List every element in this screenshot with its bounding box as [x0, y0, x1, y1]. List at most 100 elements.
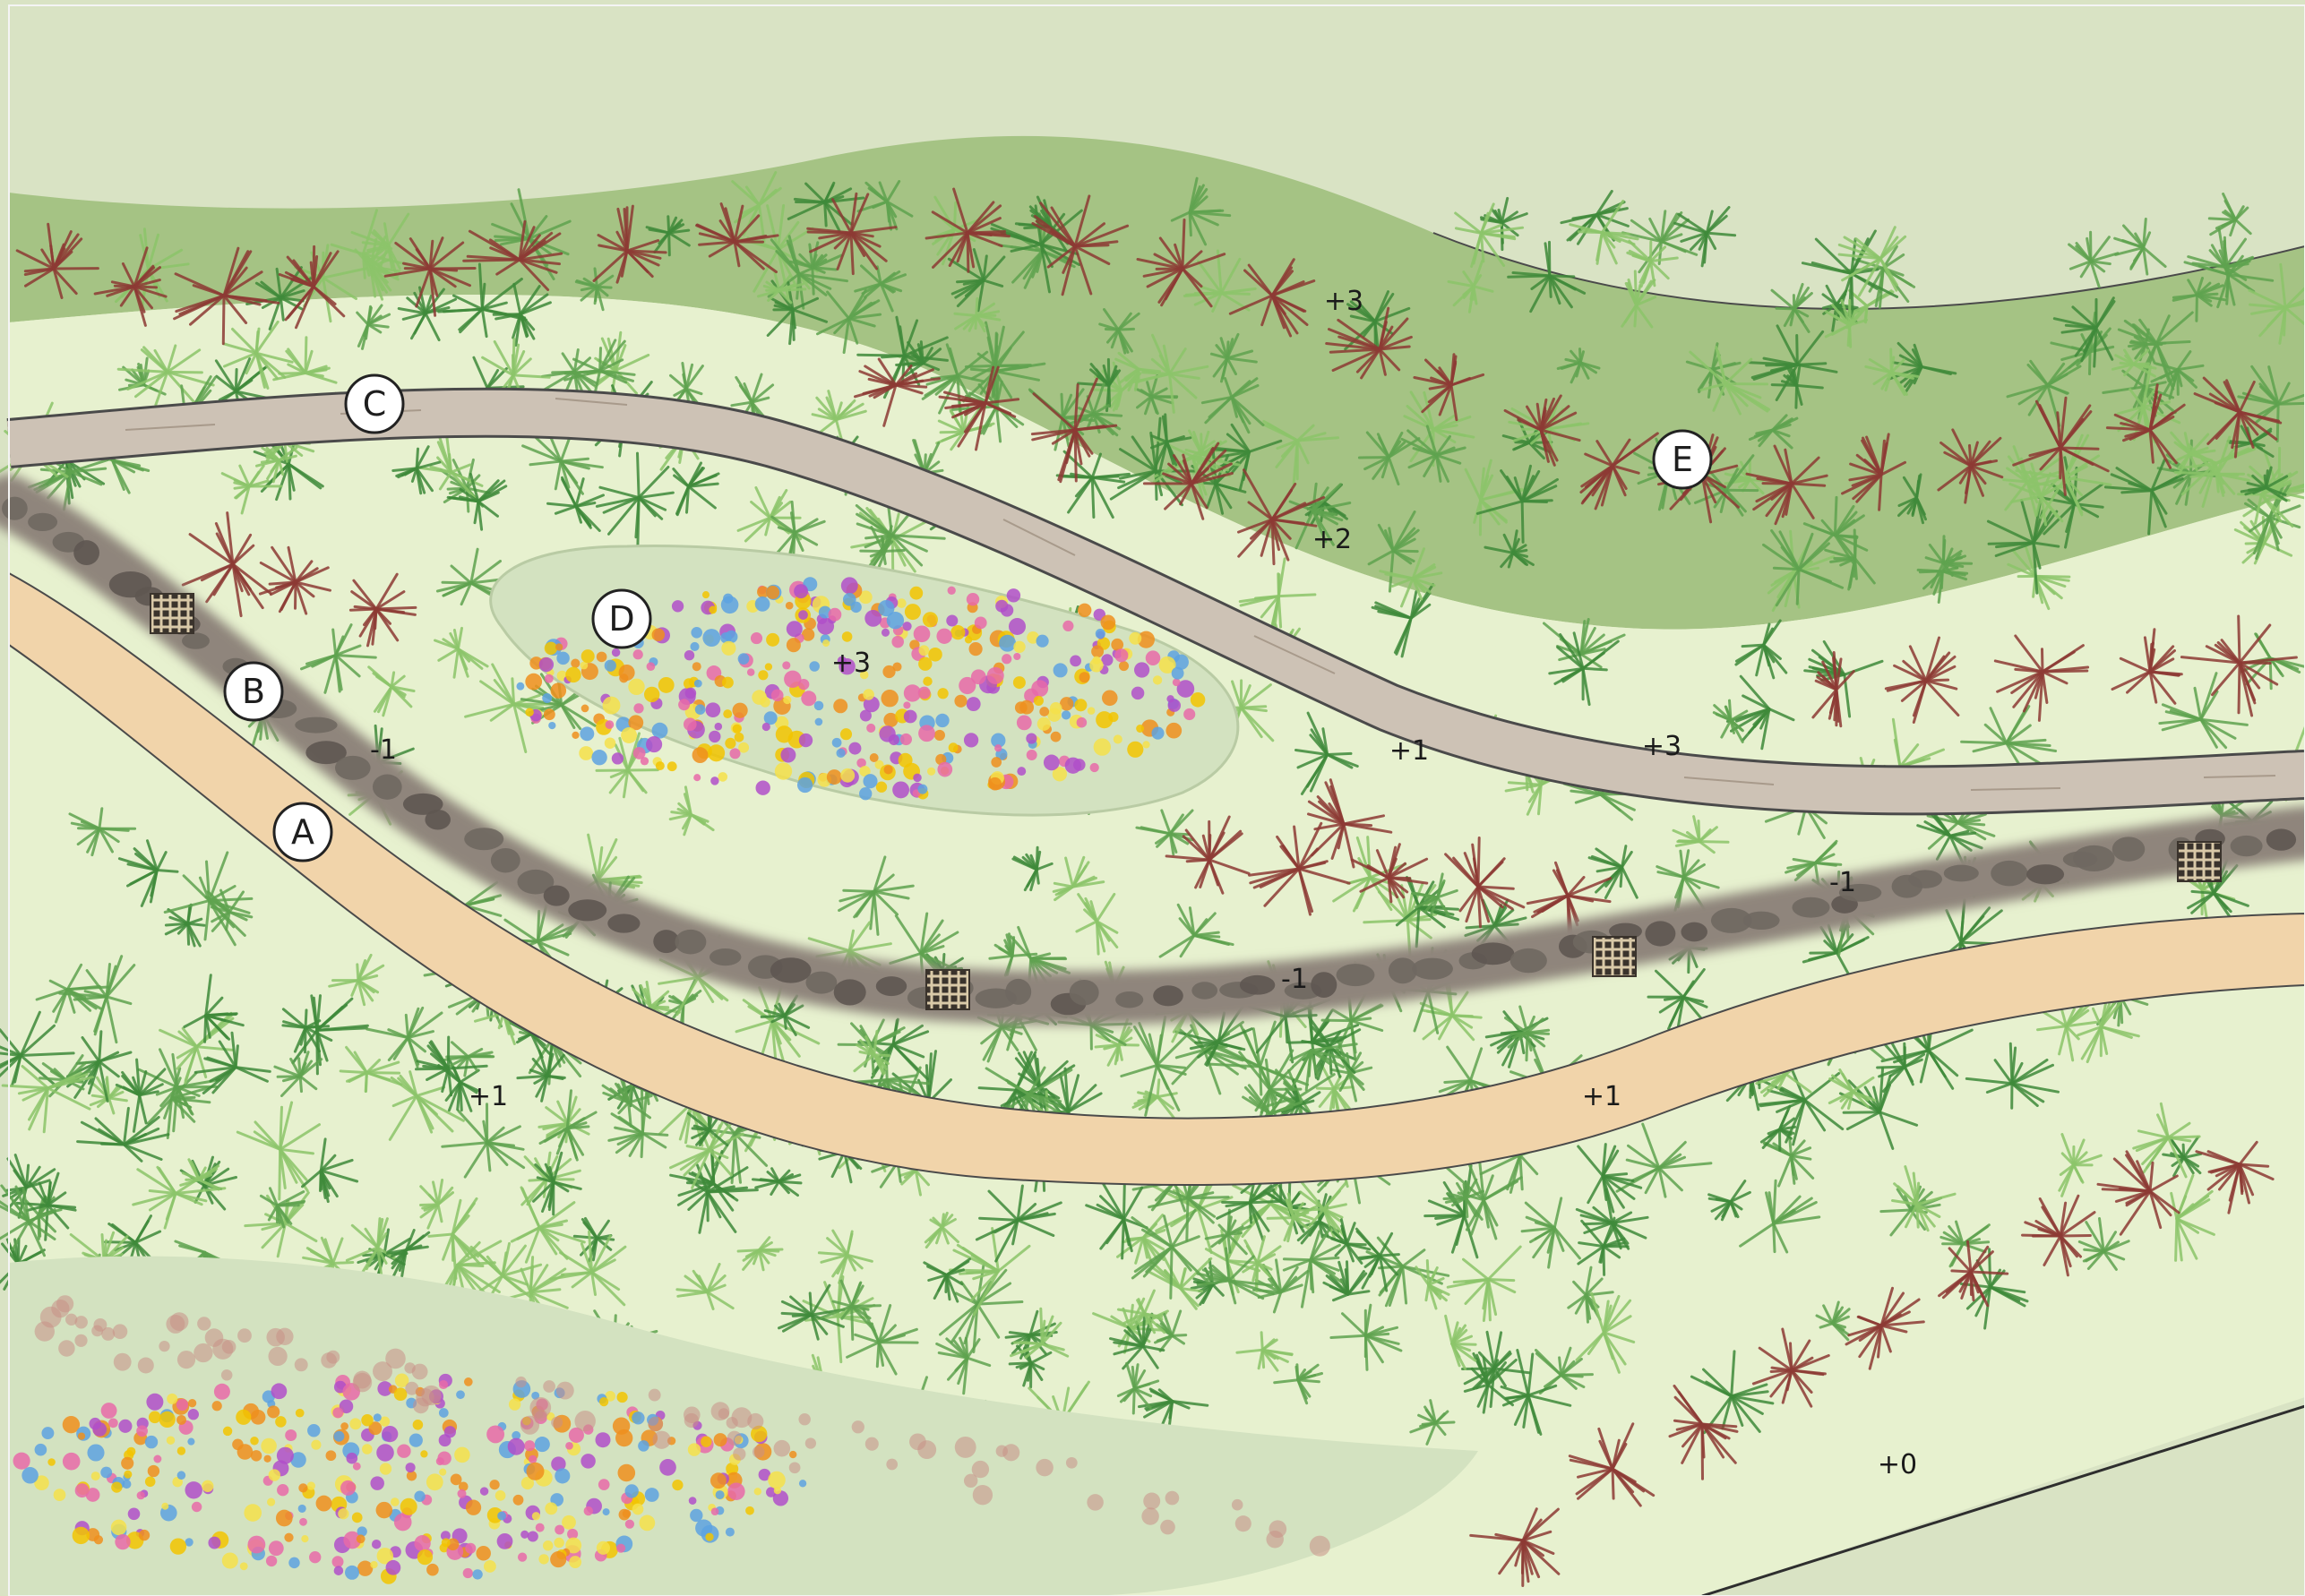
flower — [338, 1508, 349, 1520]
swale-stone — [1792, 897, 1830, 918]
flower — [618, 664, 635, 682]
flower — [652, 1430, 671, 1449]
flower — [405, 1381, 419, 1395]
flower — [831, 737, 842, 748]
flower — [729, 748, 741, 759]
flower — [746, 668, 755, 676]
flower — [91, 1325, 104, 1337]
plant-clump — [1745, 444, 1828, 526]
elevation-label: +2 — [1312, 524, 1352, 555]
flower — [526, 1462, 545, 1480]
plant-clump — [93, 246, 168, 327]
flower — [250, 1409, 266, 1425]
zone-marker-a: A — [272, 802, 333, 862]
flower — [750, 632, 763, 645]
swale-stone — [1991, 860, 2028, 887]
flower — [804, 1437, 817, 1449]
flower — [111, 1481, 123, 1493]
flower — [933, 729, 945, 741]
plant-clump — [816, 288, 882, 355]
plant-clump — [854, 264, 907, 313]
plant-clump — [1055, 450, 1131, 519]
plant-clump — [806, 192, 898, 276]
flower — [690, 641, 700, 651]
plant-clump — [1150, 413, 1192, 476]
swale-stone — [425, 809, 451, 830]
plant-clump — [1248, 821, 1351, 916]
flower — [851, 1420, 864, 1434]
marker-circle — [1652, 429, 1713, 490]
plant-clump — [68, 807, 137, 857]
plant-clump — [1615, 1122, 1713, 1198]
flower — [100, 1403, 117, 1419]
plant-clump — [672, 461, 720, 517]
flower — [65, 1313, 78, 1326]
plant-clump — [2170, 1173, 2215, 1262]
plant-clump — [356, 304, 391, 350]
flower — [112, 1324, 128, 1339]
plant-clump — [2077, 989, 2140, 1064]
flower — [659, 1459, 676, 1476]
plant-clump — [685, 1150, 759, 1234]
flower — [683, 678, 695, 690]
swale-stone — [490, 847, 520, 873]
flower — [963, 1473, 978, 1489]
swale-stone — [2266, 828, 2297, 851]
flower — [768, 1471, 786, 1489]
zone-marker-b: B — [223, 661, 284, 722]
flower — [1111, 638, 1124, 651]
flower — [476, 1546, 491, 1561]
flower — [883, 765, 893, 775]
flower — [265, 1555, 278, 1567]
flower — [898, 752, 913, 768]
flower — [535, 1523, 545, 1532]
flower — [551, 1456, 566, 1472]
plant-clump — [1454, 202, 1525, 269]
flower — [41, 1427, 55, 1440]
flower — [100, 1466, 113, 1479]
flower — [555, 1381, 574, 1400]
flower — [90, 1472, 100, 1481]
plant-clump — [595, 451, 675, 547]
flower — [950, 624, 966, 640]
plant-clump — [1273, 1363, 1323, 1405]
flower — [222, 1426, 233, 1437]
flower — [409, 1433, 423, 1447]
plant-clump — [173, 246, 280, 346]
flower — [301, 1534, 309, 1543]
plant-clump — [1114, 351, 1161, 392]
plant-clump — [259, 1187, 306, 1229]
flower — [839, 728, 853, 741]
flower — [1039, 707, 1050, 716]
flower — [863, 696, 880, 713]
flower — [881, 628, 890, 637]
swale-stone — [1742, 911, 1780, 931]
flower — [632, 1412, 645, 1425]
marker-label: A — [291, 812, 314, 852]
plant-clump — [1116, 1289, 1166, 1334]
elevation-label: -1 — [1281, 964, 1308, 995]
plant-clump — [546, 476, 605, 532]
plant-clump — [1965, 1042, 2060, 1110]
walkway-texture-line — [1253, 635, 1336, 674]
flower — [1008, 617, 1027, 636]
plant-clump — [1762, 1136, 1815, 1188]
elevation-label: +0 — [1878, 1449, 1917, 1480]
flower — [568, 1427, 584, 1443]
flower — [110, 1519, 127, 1536]
flower — [937, 761, 953, 777]
plant-clump — [1480, 196, 1528, 252]
plant-clump — [441, 1103, 526, 1179]
plant-clump — [443, 1041, 495, 1077]
plant-clump — [1469, 1507, 1561, 1587]
flower — [684, 687, 697, 699]
flower — [1070, 655, 1081, 667]
flower — [632, 1503, 644, 1515]
flower — [583, 1506, 594, 1516]
flower — [864, 609, 882, 627]
flower — [892, 781, 910, 799]
flower — [153, 1454, 162, 1463]
flower — [621, 727, 638, 743]
plant-clump — [645, 215, 691, 257]
flower — [393, 1387, 408, 1402]
